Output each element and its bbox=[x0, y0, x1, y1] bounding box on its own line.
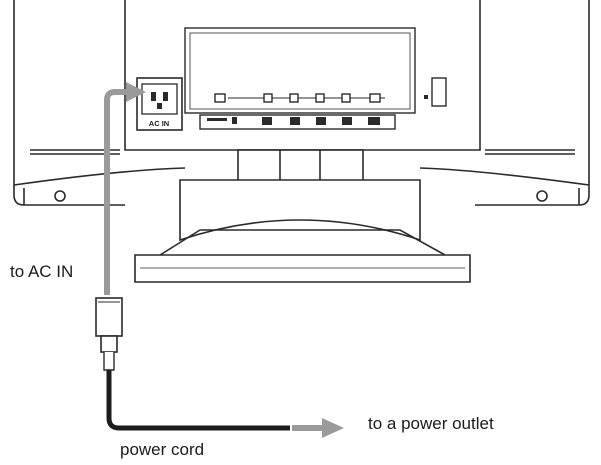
insertion-arrow bbox=[104, 82, 146, 295]
ac-in-port-label: AC IN bbox=[149, 119, 169, 128]
monitor-stand bbox=[134, 149, 471, 283]
power-cord-plug bbox=[95, 297, 123, 371]
to-ac-in-label: to AC IN bbox=[10, 262, 74, 281]
ac-in-socket: AC IN bbox=[136, 77, 183, 131]
to-power-outlet-label: to a power outlet bbox=[368, 414, 494, 433]
port-row bbox=[214, 93, 381, 103]
power-cord-label: power cord bbox=[120, 440, 205, 459]
lower-connectors bbox=[207, 117, 380, 125]
power-cord-cable bbox=[106, 370, 290, 431]
outlet-arrow bbox=[292, 418, 344, 438]
connector-panel bbox=[184, 27, 447, 130]
